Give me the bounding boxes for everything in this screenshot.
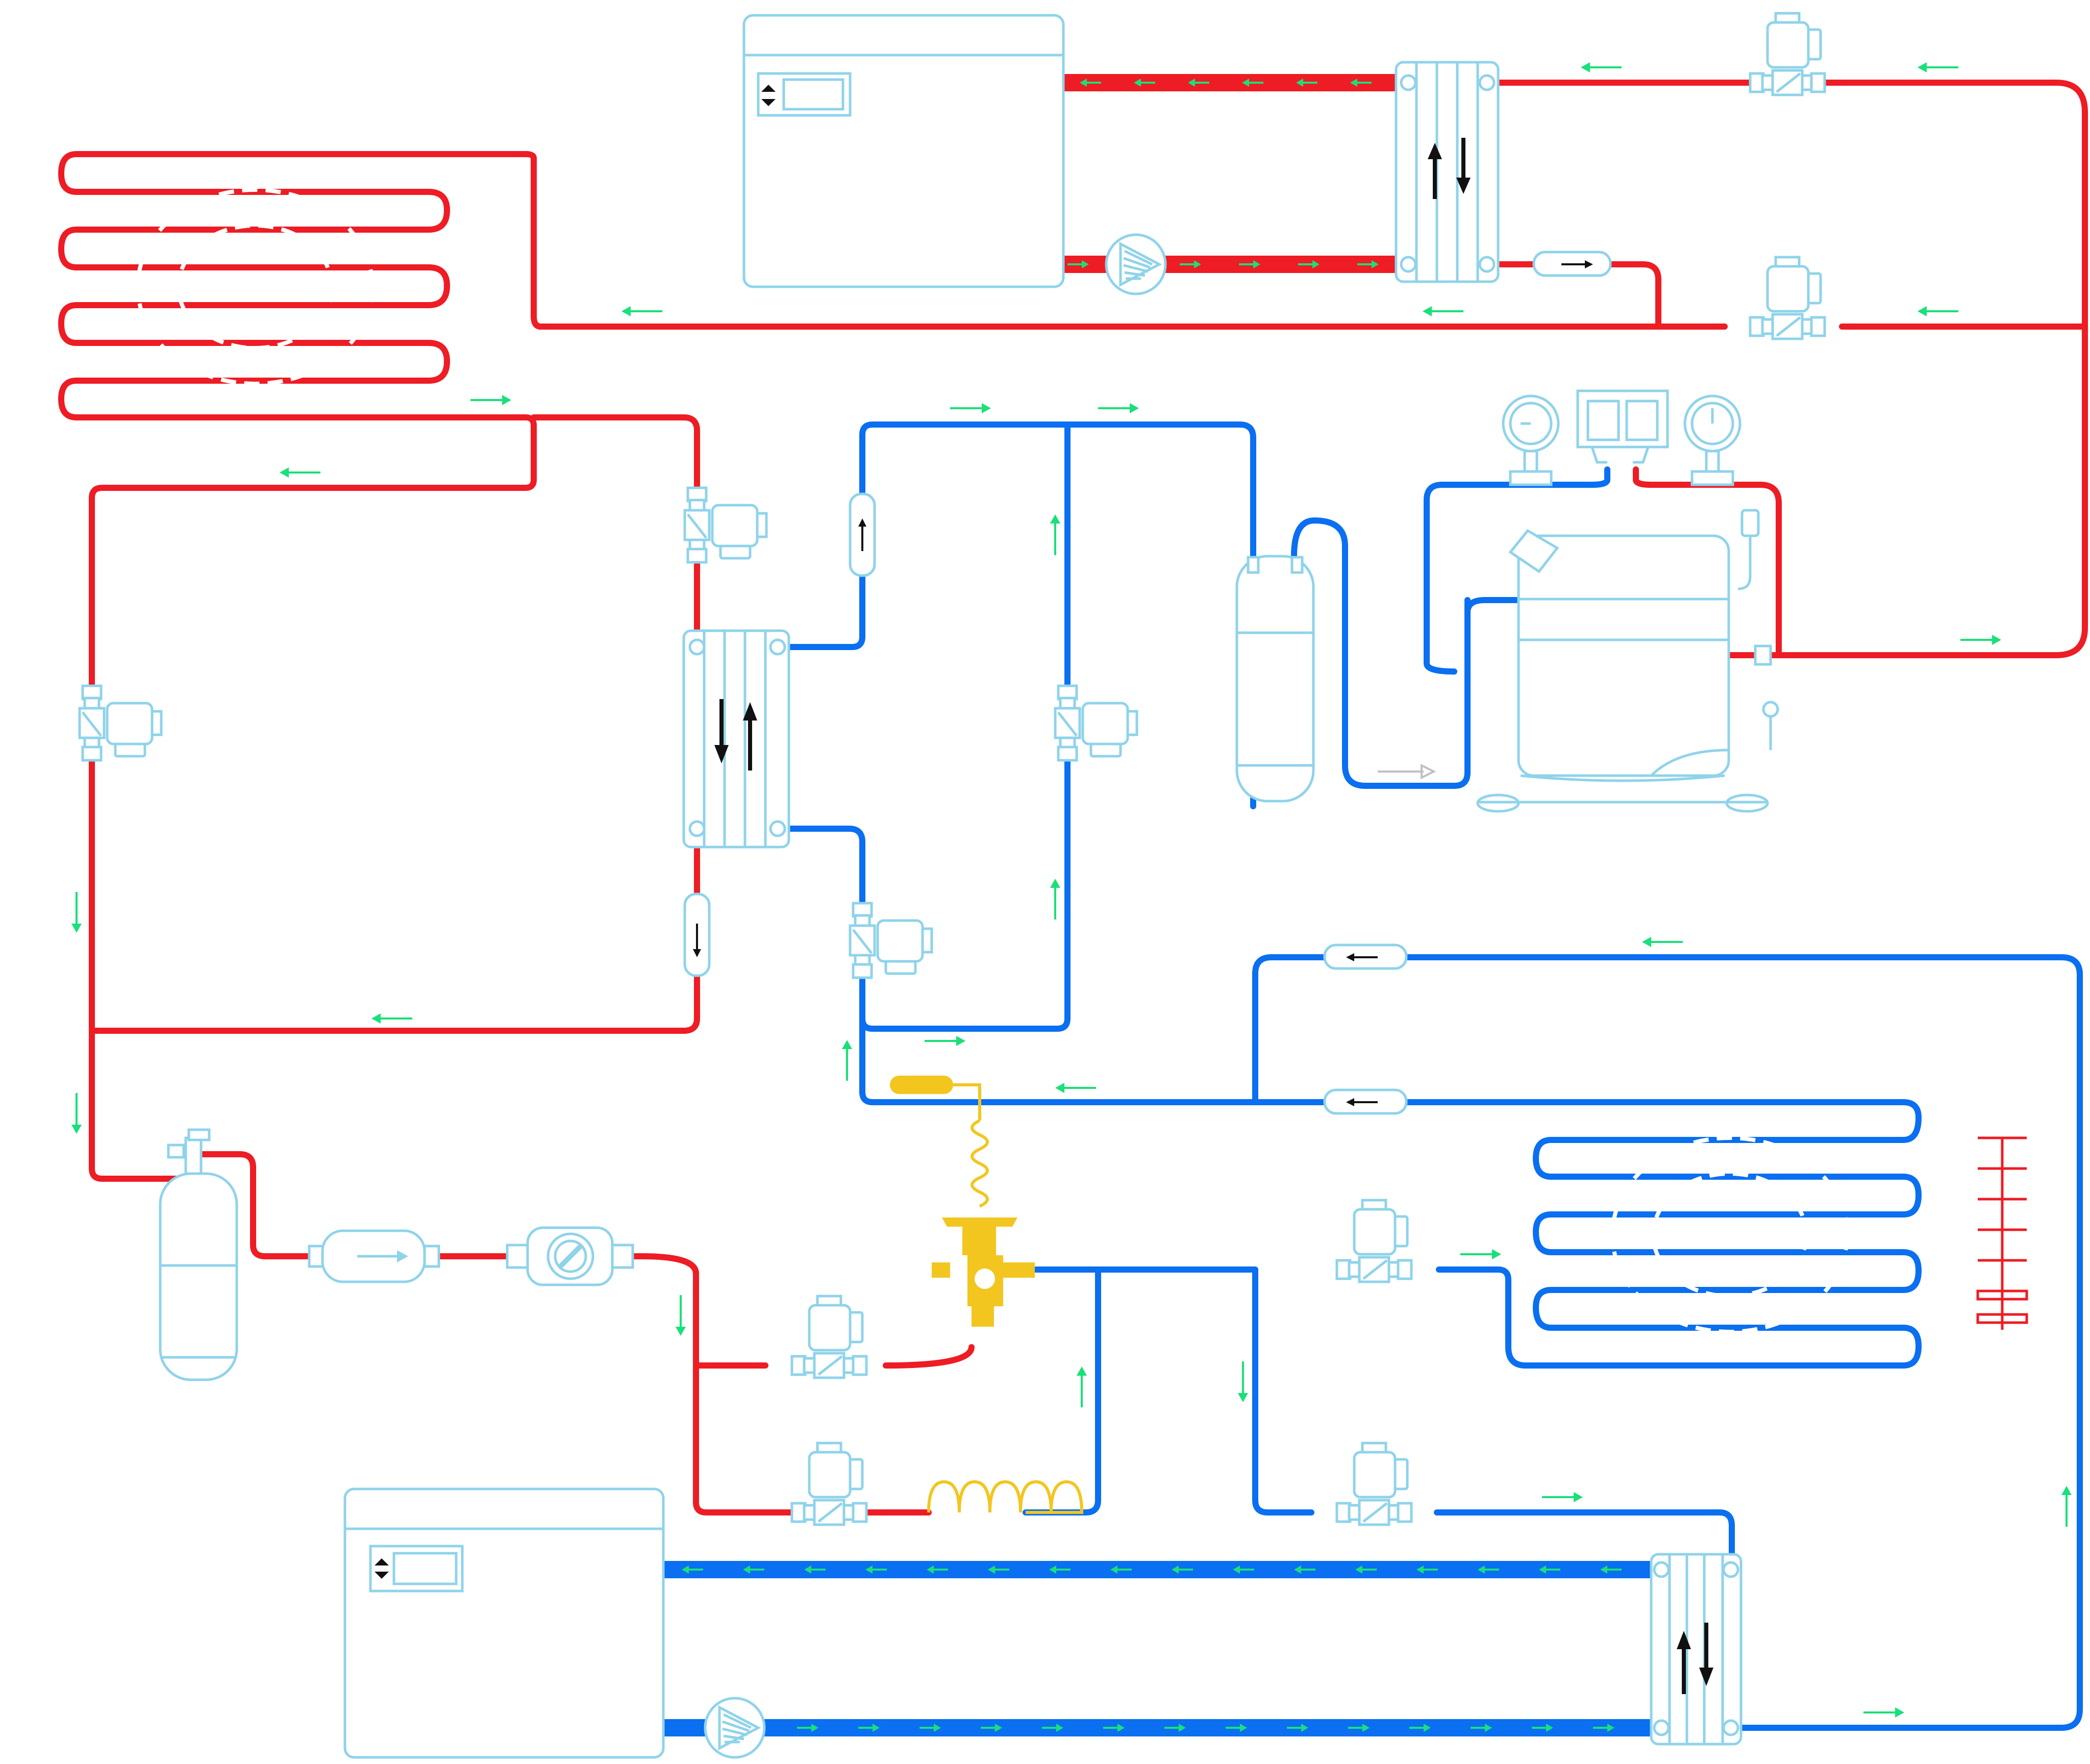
cold-water-pipes	[664, 1561, 1653, 1736]
water-tank-bottom	[343, 1487, 665, 1759]
plate-heat-exchanger-middle	[682, 629, 790, 849]
defrost-heater	[1976, 1136, 2028, 1330]
evaporator-fan-outline	[1610, 1136, 1849, 1334]
condenser-fan-outline	[136, 188, 375, 386]
capillary-tube	[927, 1480, 1084, 1514]
flow-arrows	[70, 61, 2073, 1733]
circulation-pump-top	[1106, 235, 1165, 294]
hot-water-pipes	[1064, 74, 1400, 273]
water-tank-top	[742, 14, 1065, 288]
pressure-switch	[1576, 389, 1669, 464]
sight-glass	[506, 1226, 634, 1286]
check-valve	[683, 251, 1612, 1115]
hot-refrigerant-lines	[58, 80, 2088, 1515]
circulation-pump-bottom	[705, 1698, 764, 1757]
liquid-receiver	[159, 1128, 238, 1381]
plate-heat-exchanger-bottom	[1650, 1553, 1743, 1746]
filter-drier	[308, 1229, 440, 1283]
pressure-gauge-low	[1502, 394, 1560, 486]
thermostatic-expansion-valve	[890, 1076, 1035, 1327]
plate-heat-exchanger-top	[1395, 61, 1500, 283]
suction-accumulator	[1235, 555, 1315, 803]
solenoid-valve-vertical	[80, 488, 1137, 978]
cold-refrigerant-lines	[778, 421, 2083, 1731]
compressor	[1476, 509, 1779, 813]
pressure-gauge-high	[1683, 394, 1741, 486]
